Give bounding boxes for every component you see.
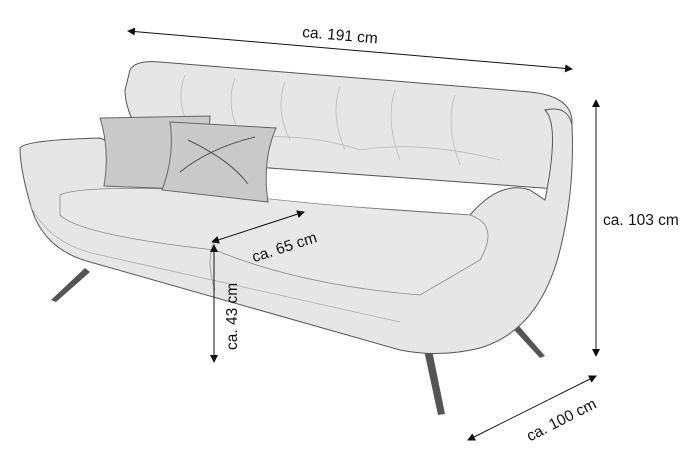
seat-height-label: ca. 43 cm: [224, 282, 241, 350]
leg-back-left: [51, 268, 90, 302]
dimension-lines: [127, 27, 600, 441]
seat-depth-line: [211, 210, 305, 244]
height-label: ca. 103 cm: [603, 212, 679, 229]
depth-line: [467, 375, 597, 441]
width-line: [127, 27, 573, 73]
leg-front-right: [424, 350, 445, 415]
pillow-front: [161, 121, 277, 203]
